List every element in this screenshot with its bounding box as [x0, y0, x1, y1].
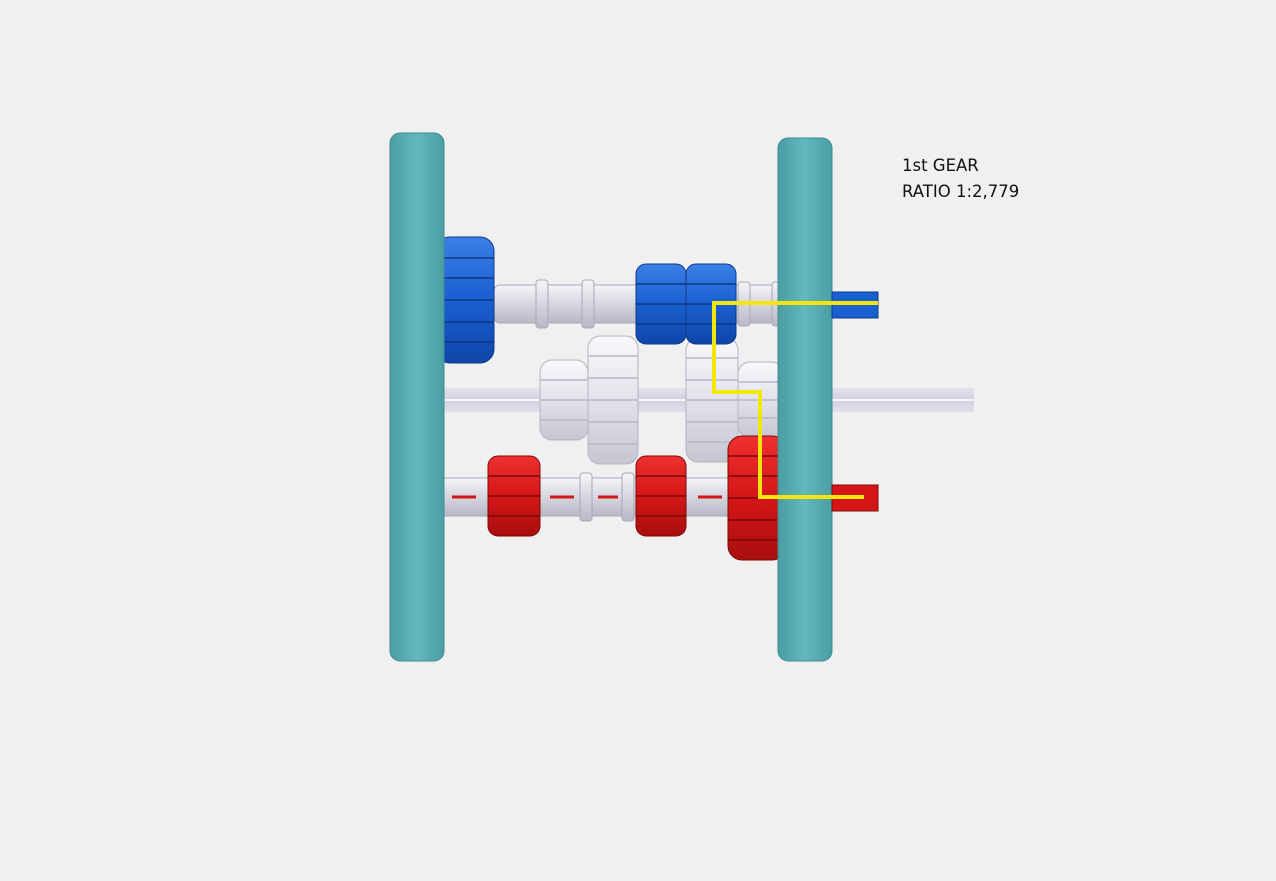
output-shaft [439, 472, 741, 522]
gear-label: 1st GEAR [902, 156, 979, 175]
gear-caption: 1st GEAR RATIO 1:2,779 [902, 153, 1019, 205]
output-gears [487, 435, 787, 561]
input-gears [435, 236, 737, 364]
power-path [712, 301, 878, 499]
idle-gears [539, 335, 785, 465]
ratio-label: RATIO 1:2,779 [902, 182, 1020, 201]
frame-plate-left [389, 132, 445, 662]
frame-plate-right [777, 137, 833, 662]
